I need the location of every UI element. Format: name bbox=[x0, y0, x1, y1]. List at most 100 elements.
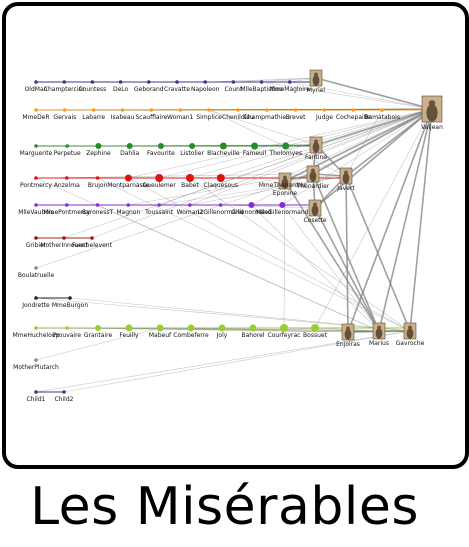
node-gervais[interactable] bbox=[63, 108, 67, 112]
node-courfeyrac[interactable] bbox=[280, 324, 288, 332]
node-cravatte[interactable] bbox=[175, 80, 179, 84]
label-gueulemer: Gueulemer bbox=[143, 182, 177, 189]
node-labarre[interactable] bbox=[91, 108, 96, 112]
portrait-myriel[interactable] bbox=[309, 69, 323, 87]
node-favourite[interactable] bbox=[157, 143, 164, 149]
node-cochepaille[interactable] bbox=[351, 108, 356, 112]
node-delo[interactable] bbox=[118, 80, 123, 84]
edge-Eponine-Marius bbox=[284, 180, 380, 332]
portrait-thenardier[interactable] bbox=[306, 165, 320, 183]
portrait-fantine[interactable] bbox=[309, 136, 323, 154]
node-claquesous[interactable] bbox=[216, 174, 225, 182]
node-pontmercy[interactable] bbox=[34, 176, 38, 180]
node-mllevaubois[interactable] bbox=[34, 203, 38, 207]
node-bamatabois[interactable] bbox=[380, 108, 384, 112]
node-gribier[interactable] bbox=[34, 236, 38, 240]
node-simplice[interactable] bbox=[207, 108, 211, 112]
node-geborand[interactable] bbox=[147, 80, 151, 84]
edge-Brujon-Gavroche bbox=[97, 177, 411, 332]
node-prouvaire[interactable] bbox=[65, 326, 69, 330]
node-gillenormand[interactable] bbox=[248, 202, 255, 208]
node-grantaire[interactable] bbox=[95, 325, 101, 331]
node-mmeburgon[interactable] bbox=[68, 296, 72, 300]
edge-MlleBaptistine-Myriel bbox=[261, 77, 317, 83]
node-anzelma[interactable] bbox=[65, 176, 69, 180]
node-boulatruelle[interactable] bbox=[34, 266, 38, 270]
node-feuilly[interactable] bbox=[125, 324, 133, 332]
node-magnon[interactable] bbox=[126, 203, 131, 207]
edge-Courfeyrac-Marius bbox=[283, 327, 380, 332]
edge-Myriel-Valjean bbox=[315, 77, 433, 110]
node-blacheville[interactable] bbox=[219, 142, 227, 150]
node-child2[interactable] bbox=[62, 390, 66, 394]
label-courfeyrac: Courfeyrac bbox=[268, 332, 301, 339]
portrait-marius[interactable] bbox=[372, 322, 386, 340]
node-fauchelevent[interactable] bbox=[90, 236, 94, 240]
node-chenildieu[interactable] bbox=[236, 108, 240, 112]
label-mmethenardier: MmeThenardier bbox=[259, 182, 307, 189]
node-mllegillenormand[interactable] bbox=[279, 202, 286, 208]
portrait-cosette[interactable] bbox=[308, 199, 322, 217]
node-babet[interactable] bbox=[186, 174, 194, 182]
node-oldman[interactable] bbox=[34, 80, 38, 84]
node-countess[interactable] bbox=[90, 80, 95, 84]
node-woman1[interactable] bbox=[178, 108, 183, 112]
node-napoleon[interactable] bbox=[203, 80, 207, 84]
label-gervais: Gervais bbox=[53, 114, 76, 121]
node-mmeder[interactable] bbox=[34, 108, 38, 112]
node-fameuil[interactable] bbox=[251, 142, 259, 150]
portrait-gavroche[interactable] bbox=[403, 322, 417, 340]
node-mmemagloire[interactable] bbox=[288, 80, 292, 84]
node-bahorel[interactable] bbox=[249, 324, 257, 332]
label-geborand: Geborand bbox=[134, 86, 164, 93]
node-bossuet[interactable] bbox=[311, 324, 319, 332]
label-anzelma: Anzelma bbox=[54, 182, 80, 189]
node-champmathieu[interactable] bbox=[264, 108, 269, 112]
node-toussaint[interactable] bbox=[157, 203, 161, 207]
node-mmehucheloup[interactable] bbox=[34, 326, 38, 330]
node-motherinnocent[interactable] bbox=[62, 236, 66, 240]
node-mabeuf[interactable] bbox=[156, 324, 164, 332]
node-judge[interactable] bbox=[322, 108, 327, 112]
node-zephine[interactable] bbox=[95, 143, 102, 149]
node-brevet[interactable] bbox=[293, 108, 298, 112]
label-javert: Javert bbox=[336, 185, 355, 192]
node-mllebaptistine[interactable] bbox=[259, 80, 264, 84]
node-joly[interactable] bbox=[218, 324, 226, 332]
edge-BaronessT-Marius bbox=[97, 204, 380, 332]
node-combeferre[interactable] bbox=[187, 324, 195, 332]
portrait-eponine[interactable] bbox=[278, 172, 292, 190]
label-labarre: Labarre bbox=[82, 114, 105, 121]
node-perpetue[interactable] bbox=[65, 144, 70, 148]
label-woman1: Woman1 bbox=[167, 114, 194, 121]
edge-Gueulemer-Valjean bbox=[159, 108, 433, 179]
node-gueulemer[interactable] bbox=[155, 174, 164, 182]
portrait-valjean[interactable] bbox=[421, 95, 443, 123]
label-brujon: Brujon bbox=[88, 182, 108, 189]
node-woman2[interactable] bbox=[188, 203, 192, 207]
node-dahlia[interactable] bbox=[126, 143, 133, 149]
node-motherplutarch[interactable] bbox=[34, 358, 38, 362]
node-child1[interactable] bbox=[34, 390, 38, 394]
node-listolier[interactable] bbox=[189, 143, 196, 149]
edge-MlleGillenormand-Valjean bbox=[282, 108, 433, 206]
edge-Cochepaille-Valjean bbox=[353, 108, 433, 111]
node-tholomyes[interactable] bbox=[282, 142, 290, 150]
node-montparnasse[interactable] bbox=[124, 174, 132, 182]
node-count[interactable] bbox=[231, 80, 236, 84]
portrait-javert[interactable] bbox=[339, 167, 353, 185]
portrait-enjolras[interactable] bbox=[341, 323, 355, 341]
node-jondrette[interactable] bbox=[34, 296, 38, 300]
node-ltgillenormand[interactable] bbox=[218, 203, 223, 207]
node-isabeau[interactable] bbox=[120, 108, 125, 112]
node-champtercier[interactable] bbox=[62, 80, 66, 84]
edge-Blacheville-Fantine bbox=[223, 144, 317, 147]
node-brujon[interactable] bbox=[95, 176, 100, 180]
node-marguerite[interactable] bbox=[34, 144, 38, 148]
node-mmepontmercy[interactable] bbox=[64, 203, 69, 207]
label-cochepaille: Cochepaille bbox=[336, 114, 371, 121]
edge-Claquesous-Valjean bbox=[220, 108, 433, 179]
node-baronesst[interactable] bbox=[95, 203, 100, 207]
node-scaufflaire[interactable] bbox=[149, 108, 154, 112]
edge-Pontmercy-Marius bbox=[35, 177, 380, 332]
